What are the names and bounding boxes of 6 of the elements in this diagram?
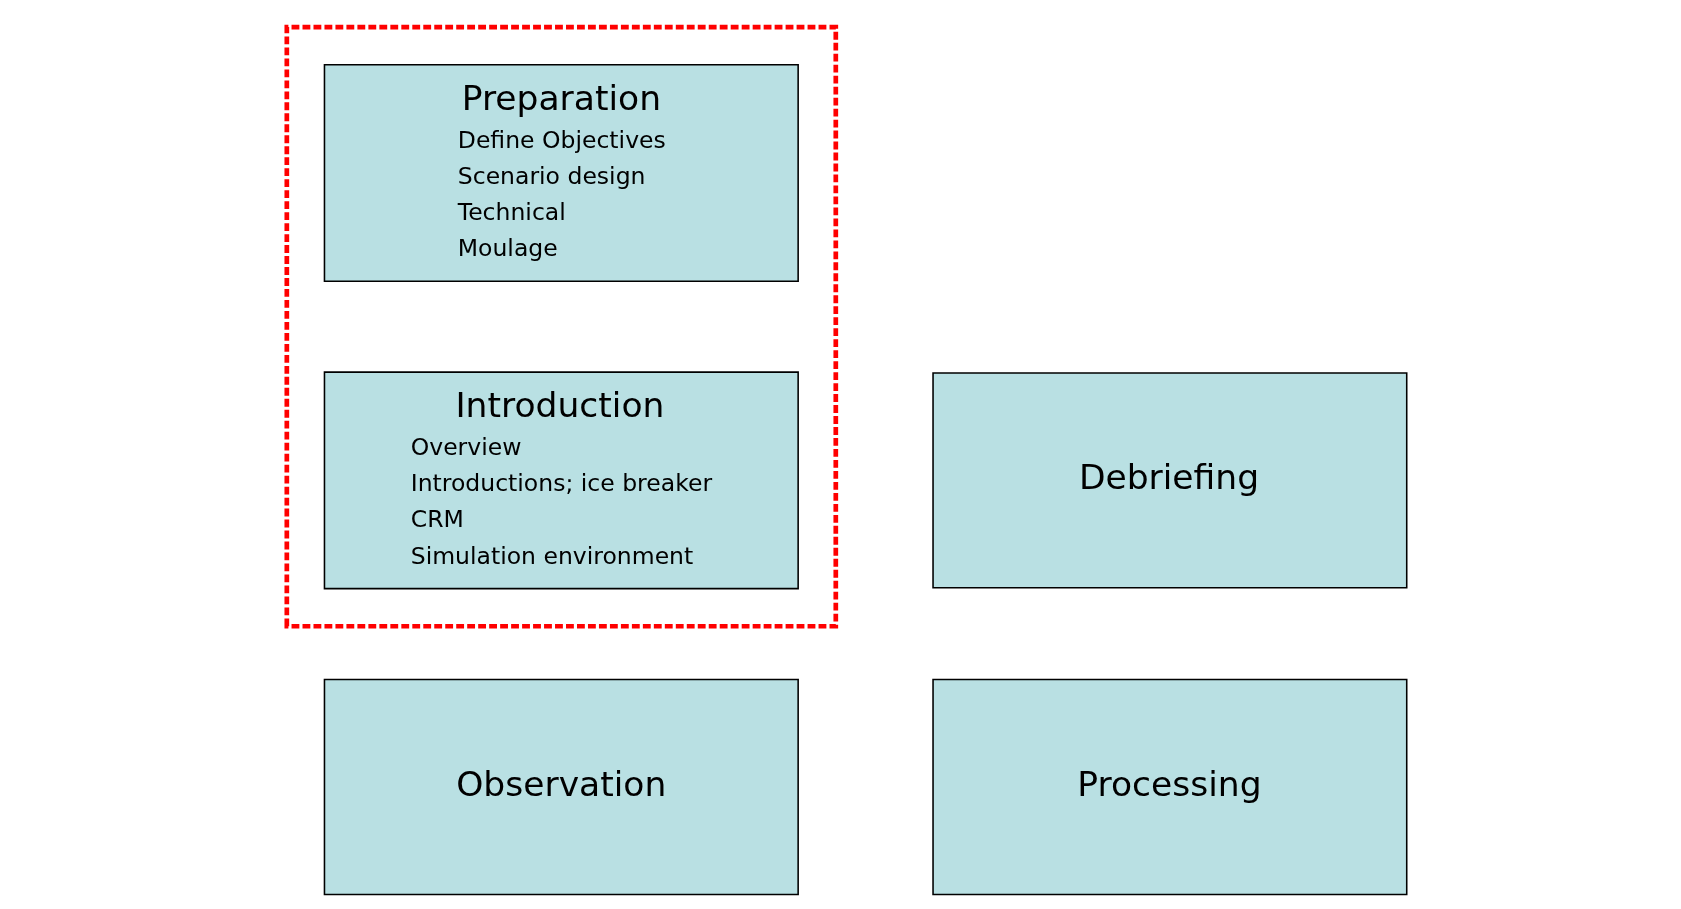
node-box: Processing (932, 678, 1408, 896)
cluster (284, 24, 839, 629)
node-box: Introduction Overview Introductions; ice breaker CRM Simulation environment (323, 371, 799, 590)
node-box: Debriefing (932, 372, 1408, 589)
node-box: Preparation Define Objectives Scenario design Technical Moulage (323, 63, 799, 282)
node-box: Observation (323, 678, 799, 896)
